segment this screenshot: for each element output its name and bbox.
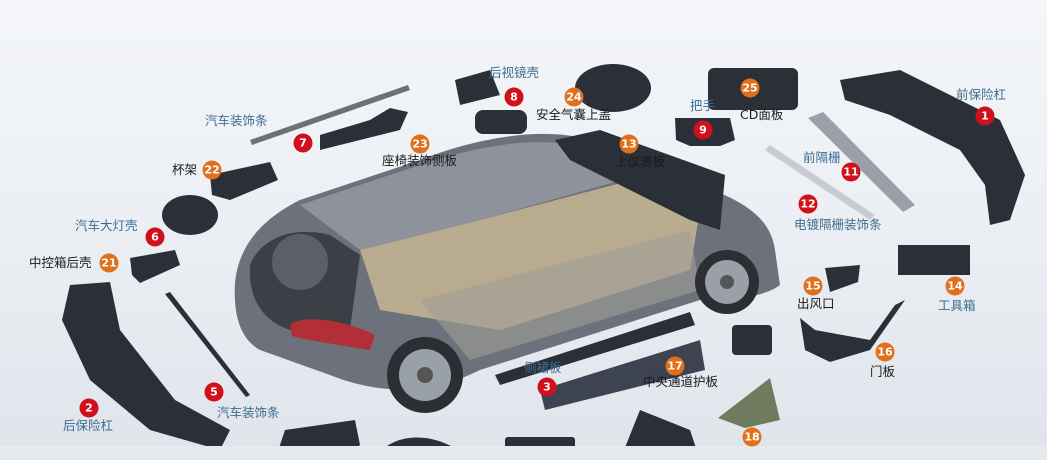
badge-7: 7 — [293, 133, 313, 153]
side-skirt — [495, 312, 695, 385]
label-upper-dashboard: 上仪表板 — [615, 154, 666, 169]
label-trim-strip-5: 汽车装饰条 — [217, 405, 280, 420]
label-side-skirt: 侧裙板 — [524, 360, 562, 375]
chrome-grille-strip — [765, 145, 875, 220]
upper-dashboard — [555, 130, 725, 230]
badge-9: 9 — [693, 120, 713, 140]
label-handle: 把手 — [690, 98, 716, 113]
badge-2: 2 — [79, 398, 99, 418]
label-chrome-grille-strip: 电镀隔栅装饰条 — [794, 217, 882, 232]
badge-23: 23 — [410, 134, 430, 154]
label-door-panel: 门板 — [870, 364, 896, 379]
badge-3: 3 — [537, 377, 557, 397]
badge-15: 15 — [803, 276, 823, 296]
badge-1: 1 — [975, 106, 995, 126]
label-air-outlet: 出风口 — [797, 296, 835, 311]
mirror-housing — [455, 70, 500, 105]
label-console-rear-shell: 中控箱后壳 — [29, 255, 92, 270]
badge-5: 5 — [204, 382, 224, 402]
badge-12: 12 — [798, 194, 818, 214]
badge-21: 21 — [99, 253, 119, 273]
label-cd-panel: CD面板 — [740, 107, 784, 122]
mirror-housing-2 — [475, 110, 527, 134]
label-seat-side-trim: 座椅装饰侧板 — [382, 153, 458, 168]
car-cutaway — [234, 133, 780, 413]
front-bumper — [840, 70, 1025, 225]
label-center-tunnel-panel: 中央通道护板 — [643, 374, 719, 389]
badge-24: 24 — [564, 87, 584, 107]
badge-14: 14 — [945, 276, 965, 296]
rear-bumper — [62, 282, 230, 450]
badge-6: 6 — [145, 227, 165, 247]
airbag-cover — [575, 64, 651, 112]
badge-11: 11 — [841, 162, 861, 182]
tool-box — [898, 245, 970, 275]
label-headlight-housing: 汽车大灯壳 — [75, 218, 138, 233]
label-airbag-cover: 安全气囊上盖 — [536, 107, 612, 122]
label-cup-holder: 杯架 — [172, 162, 198, 177]
trim-strip-5 — [165, 292, 250, 397]
label-front-grille: 前隔栅 — [803, 150, 841, 165]
badge-13: 13 — [619, 134, 639, 154]
front-grille — [808, 112, 915, 212]
badge-22: 22 — [202, 160, 222, 180]
badge-8: 8 — [504, 87, 524, 107]
label-tool-box: 工具箱 — [938, 298, 976, 313]
label-rear-bumper: 后保险杠 — [63, 418, 114, 433]
door-panel — [800, 300, 905, 362]
air-outlet — [825, 265, 860, 292]
label-trim-strip-7: 汽车装饰条 — [205, 113, 268, 128]
air-vent-box — [732, 325, 772, 355]
label-mirror-housing: 后视镜壳 — [489, 65, 540, 80]
badge-16: 16 — [875, 342, 895, 362]
bottom-strip — [0, 446, 1047, 460]
trim-strip-7 — [250, 85, 410, 145]
badge-25: 25 — [740, 78, 760, 98]
badge-18: 18 — [742, 427, 762, 447]
seat-side-trim — [320, 108, 408, 150]
console-rear-shell — [130, 250, 180, 283]
center-tunnel-panel — [540, 340, 705, 410]
label-front-bumper: 前保险杠 — [956, 87, 1007, 102]
armrest-18 — [718, 378, 780, 428]
headlight-housing — [162, 195, 218, 235]
cup-holder — [210, 162, 278, 200]
badge-17: 17 — [665, 356, 685, 376]
